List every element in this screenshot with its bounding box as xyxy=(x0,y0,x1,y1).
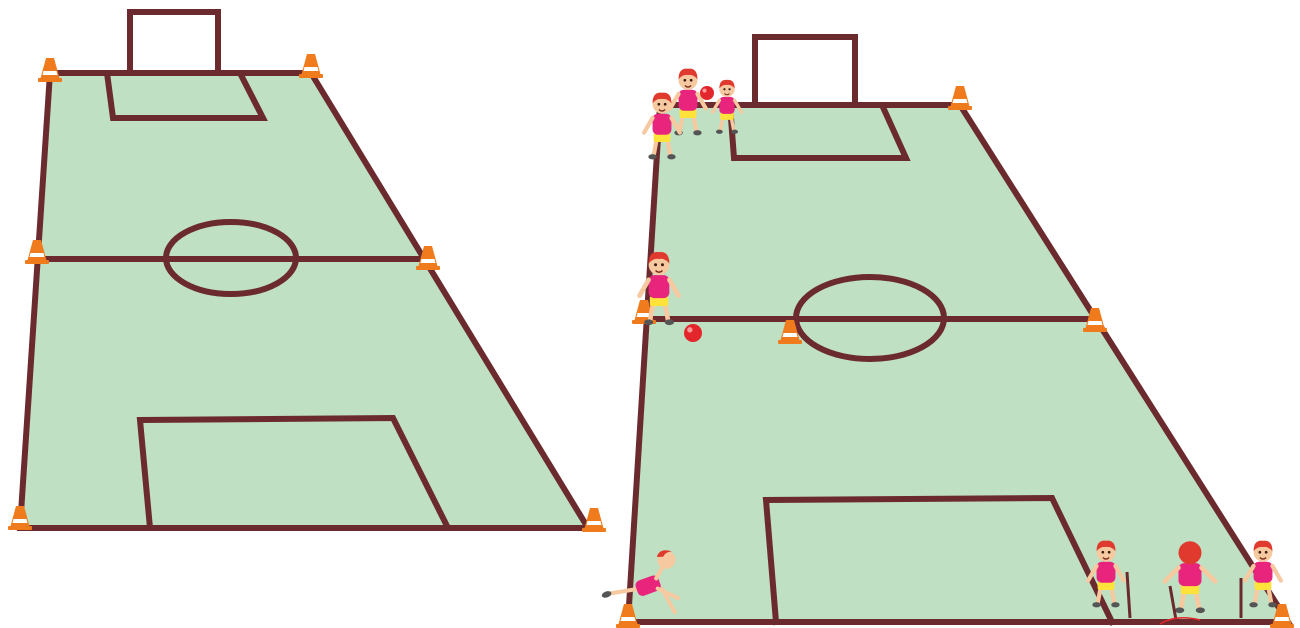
ball-top-body xyxy=(700,86,714,100)
player-bottom-diving-shoe xyxy=(601,590,612,599)
ball-top-shine xyxy=(702,88,706,92)
cone-2 xyxy=(299,54,323,78)
cone-7 xyxy=(948,86,972,110)
ball-middle-shine xyxy=(687,327,692,332)
ball-middle xyxy=(684,324,702,342)
pitch-left-surface xyxy=(20,73,588,528)
ball-top xyxy=(700,86,714,100)
pitch-left xyxy=(20,73,588,528)
pitch-left-goal xyxy=(130,12,218,73)
pitch-right-goal xyxy=(755,37,855,105)
ball-middle-body xyxy=(684,324,702,342)
